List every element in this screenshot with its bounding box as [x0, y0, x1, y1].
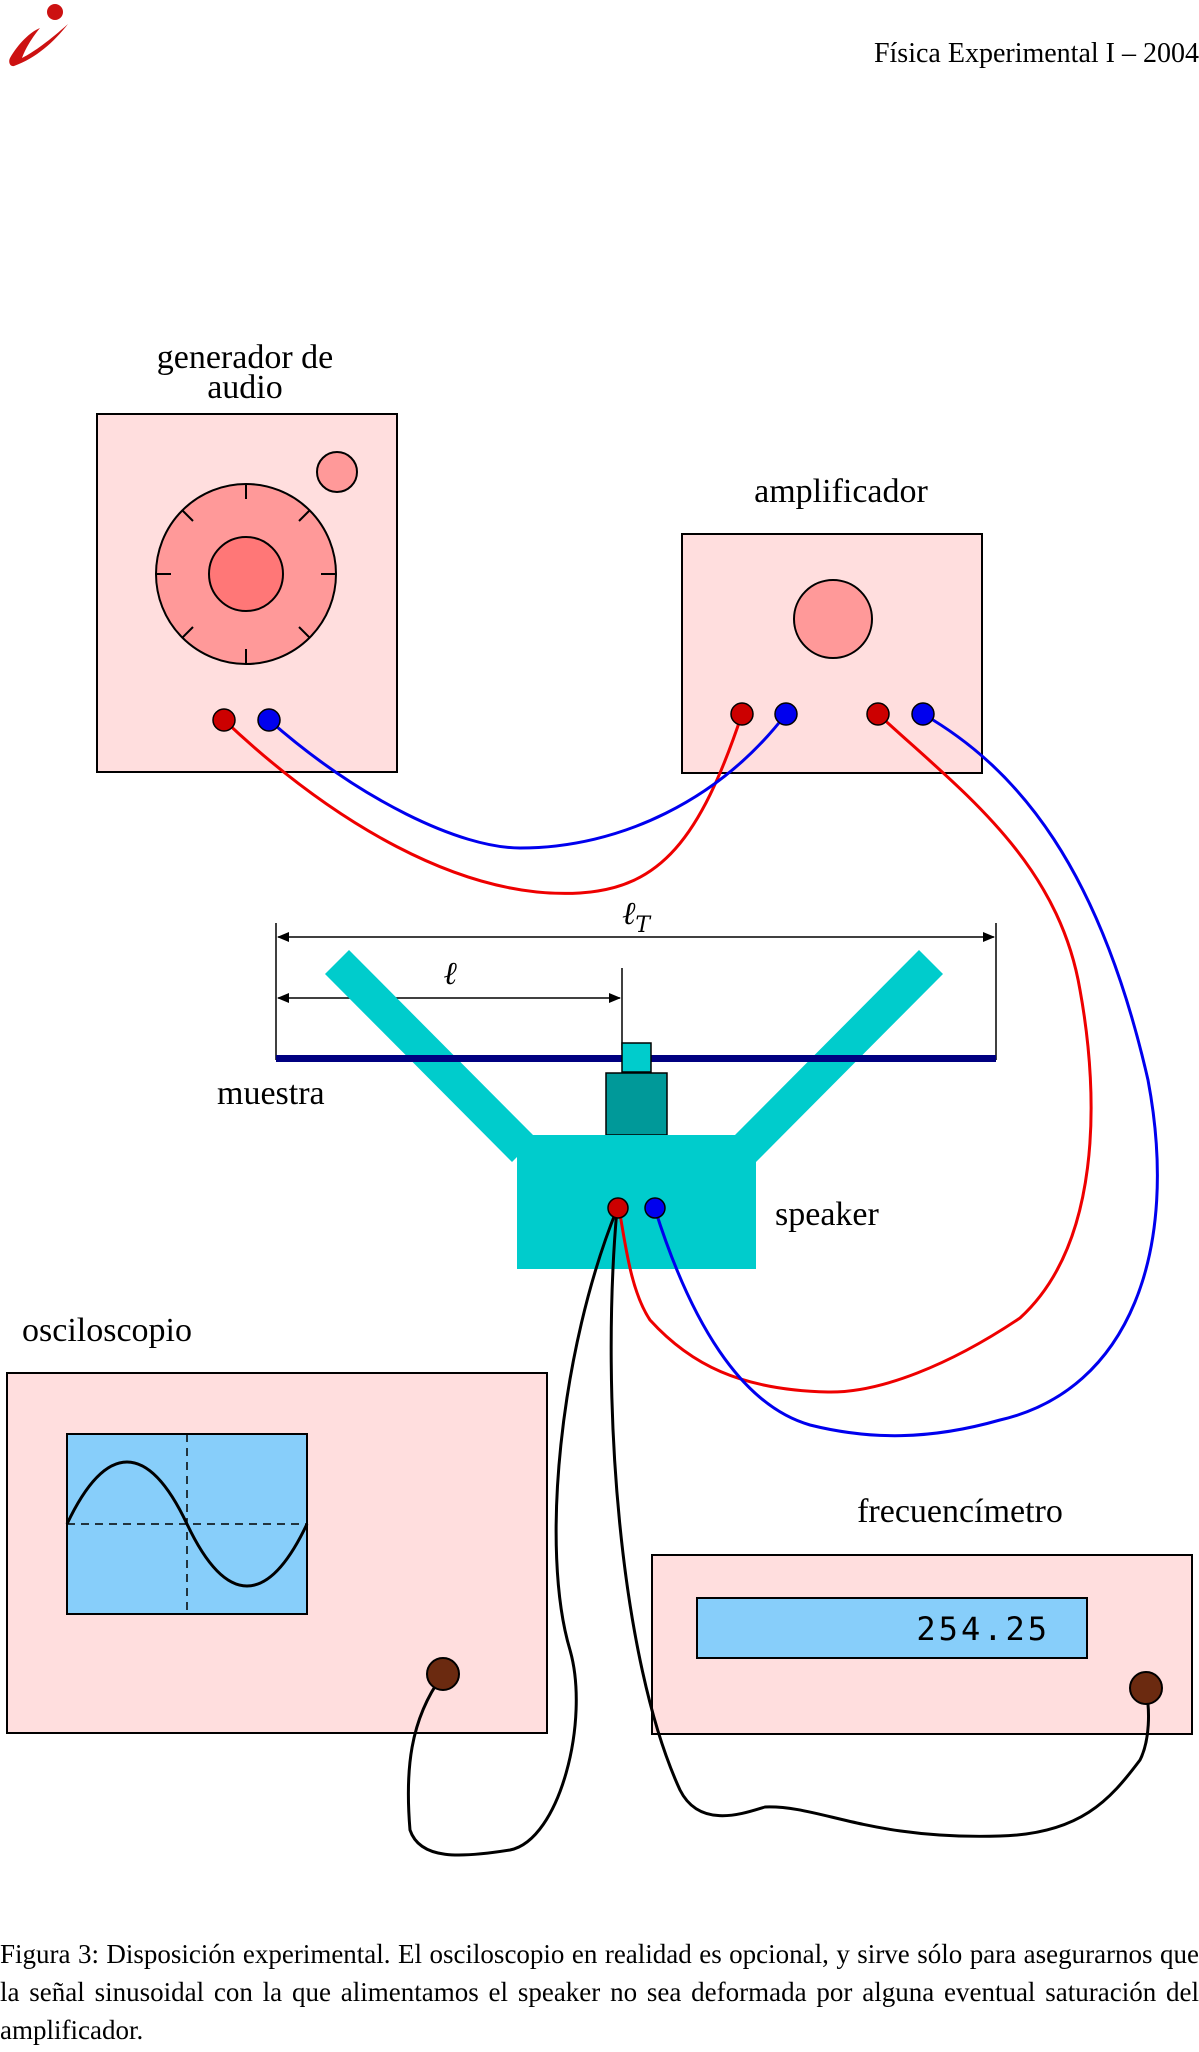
total-length-subscript: T	[635, 913, 652, 938]
amplifier-input-terminal-red[interactable]	[730, 702, 754, 726]
wire-red-amplifier-to-speaker	[617, 712, 1093, 1394]
speaker-label: speaker	[775, 1196, 880, 1233]
amplifier-label: amplificador	[754, 473, 928, 510]
experimental-setup-diagram: generador de audio amplificador ℓT ℓ mue…	[6, 339, 1193, 1857]
wire-black-speaker-to-frequency-meter	[609, 1208, 1150, 1838]
frequency-meter-display	[696, 1597, 1088, 1659]
speaker-terminal-blue[interactable]	[644, 1197, 666, 1219]
generator-small-knob[interactable]	[316, 451, 358, 493]
speaker-body	[517, 1135, 756, 1269]
amplifier-output-terminal-red[interactable]	[866, 702, 890, 726]
wire-red-generator-to-amplifier	[222, 713, 744, 895]
generator-terminal-red[interactable]	[212, 708, 236, 732]
amplifier-output-terminal-blue[interactable]	[911, 702, 935, 726]
speaker-driver	[605, 1072, 668, 1136]
italic-i-logo-icon	[9, 4, 69, 67]
wire-blue-generator-to-amplifier	[268, 713, 788, 850]
generator-dial-knob[interactable]	[155, 483, 337, 665]
speaker-terminal-red[interactable]	[607, 1197, 629, 1219]
oscilloscope-sine-trace	[65, 1460, 309, 1588]
amplifier-input-terminal-blue[interactable]	[774, 702, 798, 726]
wire-black-speaker-to-oscilloscope	[406, 1208, 619, 1857]
generator-terminal-blue[interactable]	[257, 708, 281, 732]
frequency-meter-input-terminal[interactable]	[1129, 1671, 1163, 1705]
generator-label-line1: generador de	[157, 339, 334, 376]
oscilloscope-input-terminal[interactable]	[426, 1657, 460, 1691]
frequency-meter-label: frecuencímetro	[857, 1493, 1063, 1530]
generator-label-line2: audio	[207, 369, 283, 406]
amplifier-volume-knob[interactable]	[793, 579, 873, 659]
oscilloscope-label: osciloscopio	[22, 1312, 192, 1349]
frequency-reading: 254.25	[916, 1610, 1050, 1648]
sample-label: muestra	[217, 1075, 325, 1112]
svg-text:ℓT: ℓT	[622, 894, 652, 938]
speaker-rod	[621, 1042, 652, 1073]
figure-caption: Figura 3: Disposición experimental. El o…	[0, 1939, 1199, 2045]
partial-length-symbol: ℓ	[443, 954, 457, 992]
total-length-symbol: ℓ	[622, 894, 636, 932]
wire-blue-amplifier-to-speaker	[653, 712, 1159, 1438]
page-header-title: Física Experimental I – 2004	[873, 38, 1199, 69]
